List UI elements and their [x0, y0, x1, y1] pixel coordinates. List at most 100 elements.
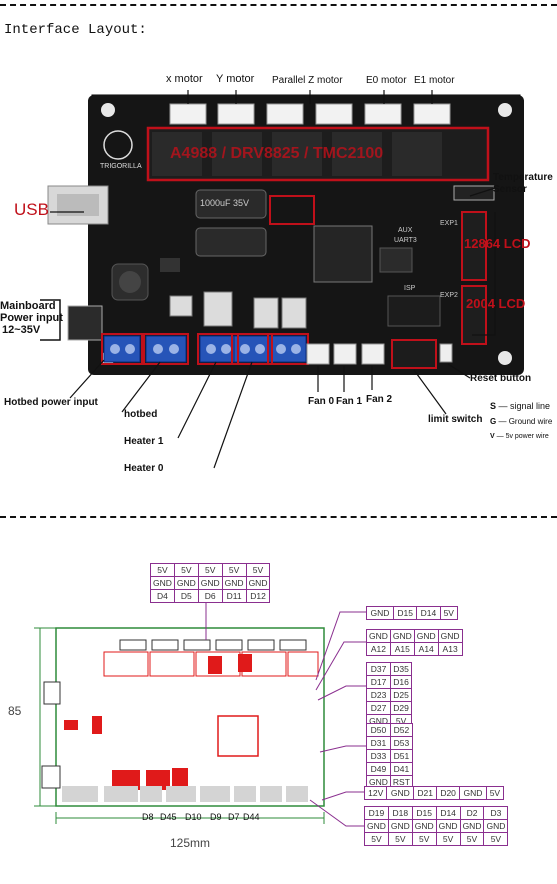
- pin-cell: D19: [364, 806, 389, 820]
- pin-cell: D53: [389, 736, 413, 750]
- pin-cell: D16: [390, 675, 412, 689]
- mainboard-label-2: Power input: [0, 312, 63, 324]
- pin-cell: D15: [392, 606, 418, 620]
- pin-cell: 5V: [387, 832, 413, 846]
- top-divider: [0, 4, 557, 6]
- pin-cell: 5V: [245, 563, 271, 577]
- parallel-z-label: Parallel Z motor: [272, 75, 343, 86]
- y-motor-label: Y motor: [216, 73, 255, 85]
- pin-cell: GND: [411, 819, 437, 833]
- x-motor-label: x motor: [166, 73, 203, 85]
- hotbed-label: hotbed: [124, 409, 158, 420]
- mainboard-label-1: Mainboard: [0, 300, 56, 312]
- hotbed-power-label: Hotbed power input: [4, 397, 98, 408]
- exp2-label: EXP2: [440, 292, 458, 299]
- width-dimension: 125mm: [170, 836, 211, 850]
- pin-cell: D5: [173, 589, 199, 603]
- pin-cell: GND: [437, 629, 463, 643]
- pin-d9: D9: [210, 812, 222, 822]
- pin-cell: A13: [437, 642, 463, 656]
- pin-cell: D12: [245, 589, 271, 603]
- pin-cell: GND: [150, 576, 175, 590]
- pin-cell: D21: [413, 786, 438, 800]
- pin-d10: D10: [185, 812, 202, 822]
- pin-cell: D2: [459, 806, 485, 820]
- pin-cell: 12V: [363, 786, 388, 800]
- pin-cell: D50: [366, 723, 391, 737]
- height-dimension: 85: [8, 704, 22, 718]
- pin-cell: GND: [459, 786, 487, 800]
- pin-cell: GND: [364, 819, 389, 833]
- pin-cell: D18: [387, 806, 413, 820]
- pin-cell: 5V: [197, 563, 223, 577]
- pin-d7: D7: [228, 812, 240, 822]
- pin-cell: A12: [366, 642, 391, 656]
- aux-label: AUX: [398, 227, 413, 234]
- pin-cell: D35: [390, 662, 412, 676]
- exp1-label: EXP1: [440, 220, 458, 227]
- legend-v: V — 5v power wire: [490, 433, 549, 440]
- pin-cell: D20: [436, 786, 461, 800]
- middle-divider: [0, 516, 557, 518]
- page-title: Interface Layout:: [4, 22, 147, 38]
- pin-cell: GND: [366, 606, 394, 620]
- pin-cell: D15: [411, 806, 437, 820]
- pin-cell: D11: [221, 589, 247, 603]
- lcd-12864-label: 12864 LCD: [464, 236, 531, 251]
- pin-cell: 5V: [150, 563, 175, 577]
- cap-text: 1000uF 35V: [200, 198, 250, 208]
- pin-cell: GND: [389, 629, 415, 643]
- pin-cell: D25: [390, 688, 412, 702]
- pin-d44: D44: [243, 812, 260, 822]
- pin-cell: GND: [366, 629, 391, 643]
- pin-cell: D41: [389, 762, 413, 776]
- pin-cell: GND: [221, 576, 247, 590]
- pin-cell: D6: [197, 589, 223, 603]
- pin-cell: A14: [413, 642, 439, 656]
- pin-cell: GND: [197, 576, 223, 590]
- pin-cell: 5V: [459, 832, 485, 846]
- pin-cell: D51: [389, 749, 413, 763]
- pin-cell: GND: [413, 629, 439, 643]
- temp-sensor-label-2: Sensor: [493, 184, 527, 195]
- pin-cell: 5V: [439, 606, 459, 620]
- pin-cell: 5V: [485, 786, 505, 800]
- pin-d8: D8: [142, 812, 154, 822]
- pin-cell: 5V: [364, 832, 389, 846]
- legend-s: S — signal line: [490, 401, 551, 411]
- pin-cell: D27: [365, 701, 392, 715]
- pin-cell: GND: [459, 819, 485, 833]
- brand-label: TRIGORILLA: [100, 163, 142, 170]
- pin-cell: D37: [365, 662, 392, 676]
- temp-sensor-label-1: Temperature: [493, 172, 553, 183]
- pin-cell: GND: [483, 819, 509, 833]
- pin-cell: GND: [366, 775, 391, 789]
- pin-d45: D45: [160, 812, 177, 822]
- fan1-label: Fan 1: [336, 396, 363, 407]
- pin-cell: A15: [389, 642, 415, 656]
- isp-label: ISP: [404, 285, 416, 292]
- pin-cell: GND: [435, 819, 461, 833]
